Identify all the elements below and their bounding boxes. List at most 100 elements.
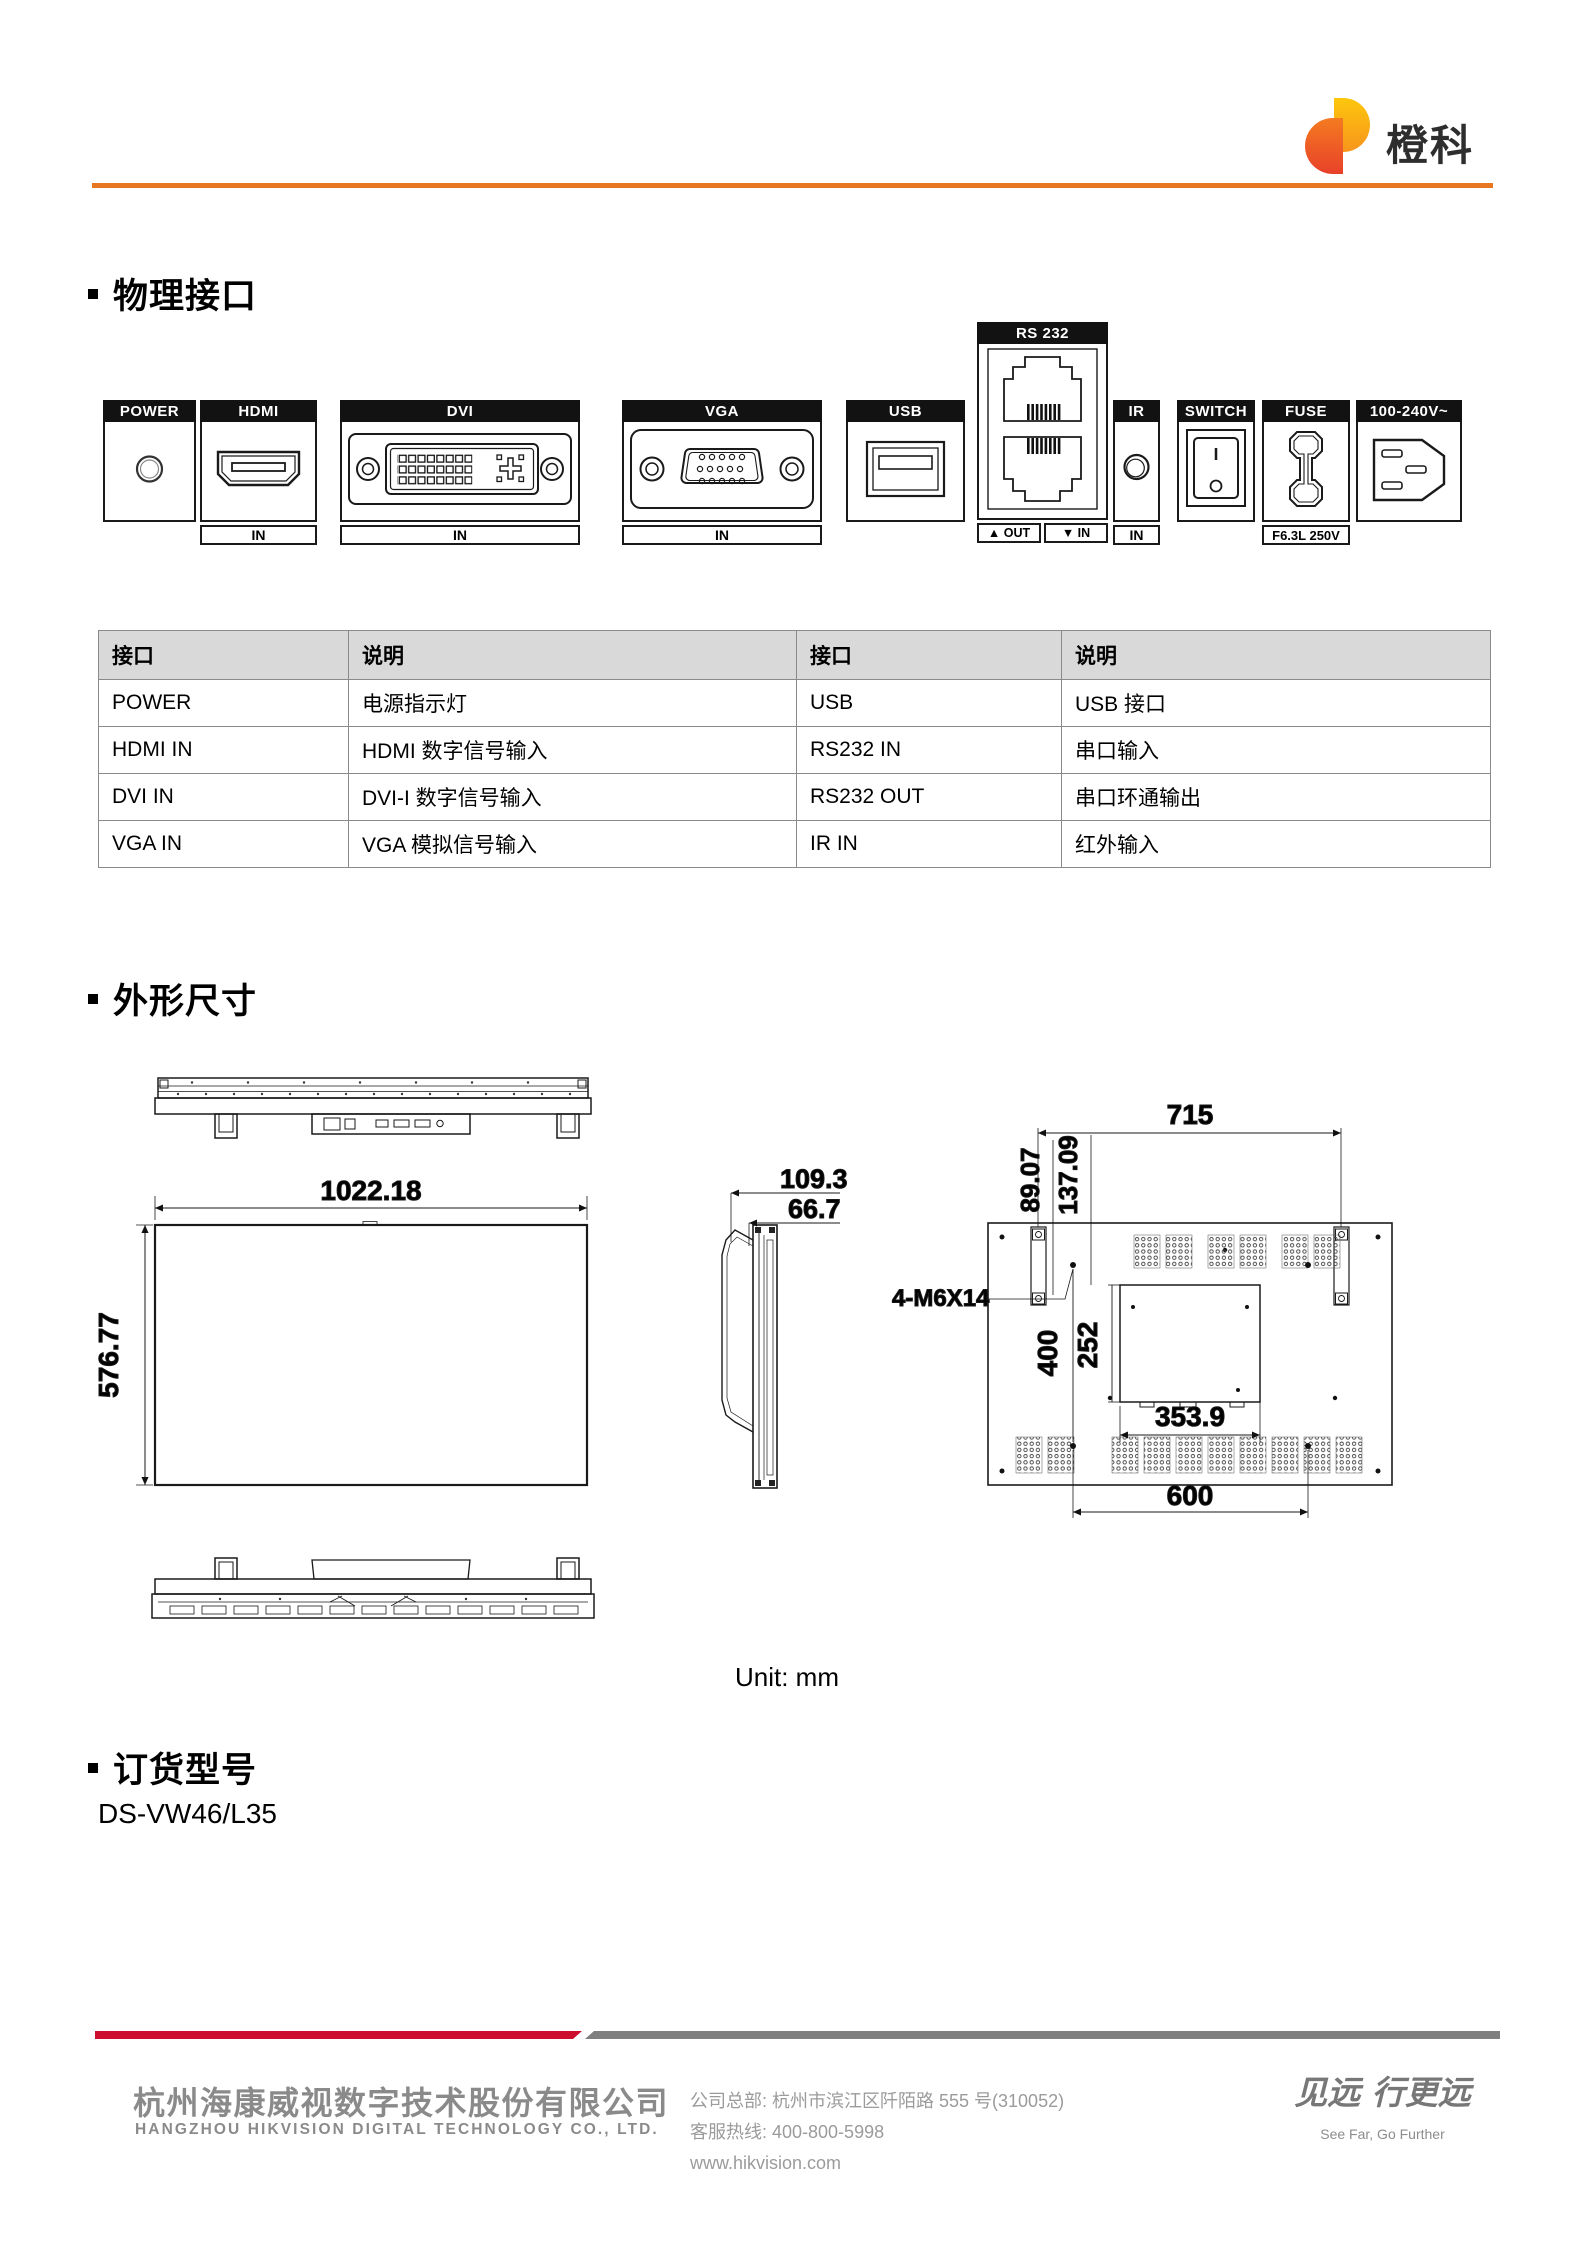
footer-rule-gray	[585, 2031, 1500, 2039]
port-power: POWER	[103, 400, 196, 522]
port-usb: USB	[846, 400, 965, 522]
port-ir-direction: IN	[1113, 525, 1160, 545]
ir-receiver-icon	[1123, 453, 1150, 481]
port-dvi-direction: IN	[340, 525, 580, 545]
cell-desc: 电源指示灯	[348, 679, 797, 727]
cell-desc: HDMI 数字信号输入	[348, 726, 797, 774]
cell-port: DVI IN	[98, 773, 349, 821]
col-header-desc: 说明	[1061, 630, 1491, 680]
fuse-holder-icon	[1289, 431, 1323, 507]
top-view	[154, 1077, 592, 1139]
cell-desc: 串口环通输出	[1061, 773, 1491, 821]
cell-port: VGA IN	[98, 820, 349, 868]
section-bullet-icon	[88, 288, 98, 299]
table-row: VGA IN VGA 模拟信号输入 IR IN 红外输入	[98, 820, 1491, 868]
company-name-en: HANGZHOU HIKVISION DIGITAL TECHNOLOGY CO…	[135, 2121, 659, 2138]
col-header-desc: 说明	[348, 630, 797, 680]
port-fuse: FUSE F6.3L 250V	[1262, 400, 1350, 545]
port-vga: VGA IN	[622, 400, 822, 545]
footer-website[interactable]: www.hikvision.com	[690, 2153, 842, 2173]
front-view	[153, 1221, 589, 1487]
rj45-jacks-icon	[987, 348, 1098, 510]
table-row: POWER 电源指示灯 USB USB 接口	[98, 679, 1491, 727]
dim-box-width: 353.9	[1155, 1401, 1225, 1432]
dvi-connector-icon	[348, 433, 572, 505]
hdmi-connector-icon	[216, 450, 301, 487]
section-bullet-icon	[88, 993, 98, 1004]
port-vga-label: VGA	[622, 400, 822, 422]
dimension-drawing: 1022.18 576.77 109.3 6	[93, 1077, 1393, 1619]
usb-connector-icon	[865, 440, 946, 498]
dim-vesa-vertical: 400	[1032, 1330, 1063, 1377]
dim-rear-offset2: 137.09	[1053, 1135, 1083, 1215]
ac-inlet-icon	[1372, 438, 1446, 502]
port-ir: IR IN	[1113, 400, 1160, 545]
power-led-icon	[135, 455, 164, 483]
cell-desc: VGA 模拟信号输入	[348, 820, 797, 868]
dim-front-height: 576.77	[93, 1312, 124, 1398]
side-view	[721, 1224, 778, 1489]
section-dimensions: 外形尺寸	[88, 973, 257, 1024]
cell-desc: 串口输入	[1061, 726, 1491, 774]
footer-rule-red	[95, 2031, 582, 2039]
dim-rear-offset1: 89.07	[1015, 1147, 1045, 1212]
col-header-port: 接口	[796, 630, 1062, 680]
slogan-cn: 见远 行更远	[1294, 2073, 1471, 2112]
port-hdmi: HDMI IN	[200, 400, 317, 545]
port-ac-label: 100-240V~	[1356, 400, 1462, 422]
cell-desc: DVI-I 数字信号输入	[348, 773, 797, 821]
dim-front-width: 1022.18	[320, 1175, 421, 1206]
dim-vesa-horizontal: 600	[1167, 1480, 1214, 1511]
port-fuse-label: FUSE	[1262, 400, 1350, 422]
port-dvi: DVI IN	[340, 400, 580, 545]
cell-desc: USB 接口	[1061, 679, 1491, 727]
port-switch: SWITCH	[1177, 400, 1255, 522]
dim-screw-note: 4-M6X14	[892, 1285, 990, 1312]
section-title: 物理接口	[113, 277, 258, 316]
section-physical-interfaces: 物理接口	[88, 268, 257, 319]
port-vga-direction: IN	[622, 525, 822, 545]
rocker-switch-icon	[1186, 429, 1246, 507]
interface-table: 接口 说明 接口 说明 POWER 电源指示灯 USB USB 接口 HDMI …	[98, 630, 1491, 868]
port-rs232-in-label: ▼ IN	[1044, 523, 1108, 543]
port-power-label: POWER	[103, 400, 196, 422]
table-row: DVI IN DVI-I 数字信号输入 RS232 OUT 串口环通输出	[98, 773, 1491, 821]
port-ac-inlet: 100-240V~	[1356, 400, 1462, 522]
dim-box-height: 252	[1072, 1322, 1103, 1369]
section-bullet-icon	[88, 1762, 98, 1773]
order-model-number: DS-VW46/L35	[98, 1798, 277, 1829]
cell-port: RS232 IN	[796, 726, 1062, 774]
port-rs232-label: RS 232	[977, 322, 1108, 344]
footer-contact-block: 公司总部: 杭州市滨江区阡陌路 555 号(310052) 客服热线: 400-…	[690, 2086, 1064, 2179]
cell-port: USB	[796, 679, 1062, 727]
cell-port: IR IN	[796, 820, 1062, 868]
cell-port: HDMI IN	[98, 726, 349, 774]
brand-logo-text: 橙科	[1386, 122, 1475, 169]
dim-depth-body: 66.7	[788, 1194, 841, 1224]
company-name-cn: 杭州海康威视数字技术股份有限公司	[133, 2085, 670, 2121]
port-hdmi-label: HDMI	[200, 400, 317, 422]
footer-hq-address: 公司总部: 杭州市滨江区阡陌路 555 号(310052)	[690, 2091, 1065, 2111]
section-title: 外形尺寸	[113, 982, 258, 1021]
table-header-row: 接口 说明 接口 说明	[98, 630, 1491, 680]
footer-hotline: 客服热线: 400-800-5998	[690, 2122, 885, 2142]
port-rs232: RS 232 ▲ OUT ▼ IN	[977, 322, 1108, 543]
vga-connector-icon	[630, 429, 814, 509]
section-title: 订货型号	[113, 1751, 258, 1790]
port-fuse-rating: F6.3L 250V	[1262, 525, 1350, 545]
bottom-view	[151, 1557, 595, 1619]
unit-note: Unit: mm	[735, 1662, 839, 1692]
brand-logo-icon	[1305, 98, 1370, 174]
port-hdmi-direction: IN	[200, 525, 317, 545]
cell-desc: 红外输入	[1061, 820, 1491, 868]
port-usb-label: USB	[846, 400, 965, 422]
header-divider-rule	[92, 183, 1493, 188]
cell-port: RS232 OUT	[796, 773, 1062, 821]
port-switch-label: SWITCH	[1177, 400, 1255, 422]
port-ir-label: IR	[1113, 400, 1160, 422]
cell-port: POWER	[98, 679, 349, 727]
col-header-port: 接口	[98, 630, 349, 680]
port-rs232-out-label: ▲ OUT	[977, 523, 1041, 543]
port-dvi-label: DVI	[340, 400, 580, 422]
